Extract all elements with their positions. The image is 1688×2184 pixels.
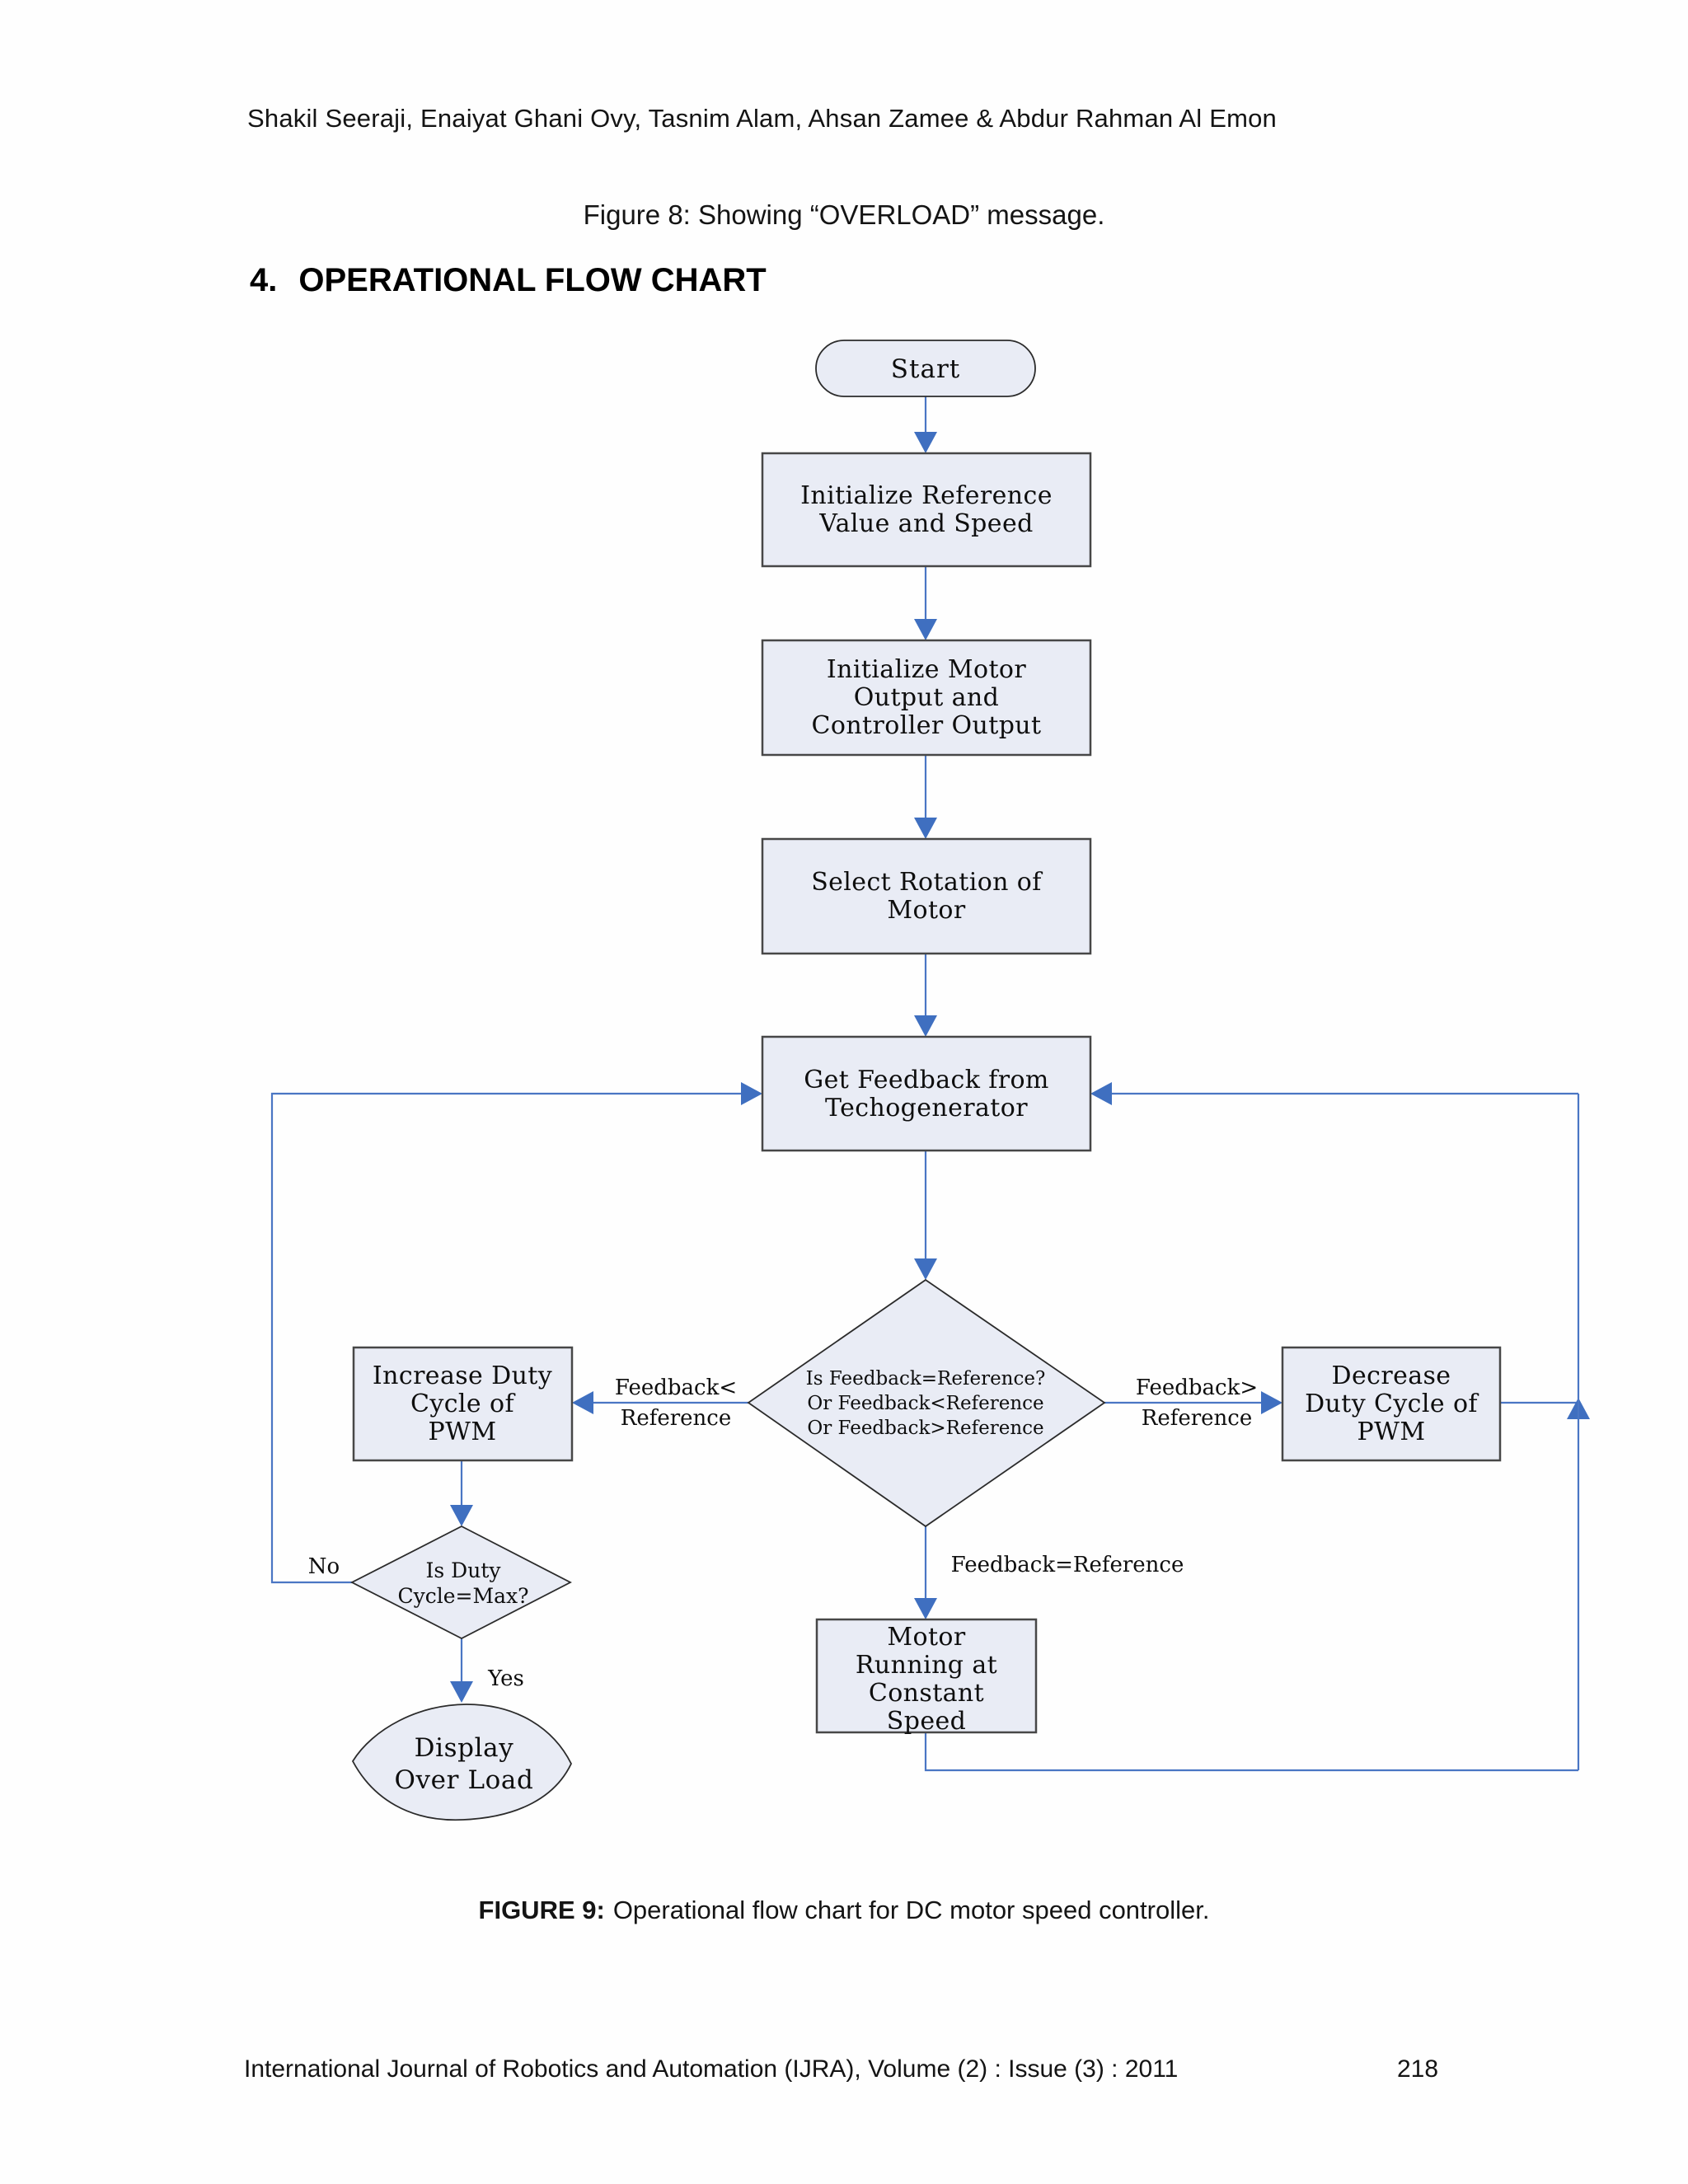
figure8-caption: Figure 8: Showing “OVERLOAD” message. xyxy=(583,199,1105,230)
arrowhead-right-icon xyxy=(741,1082,762,1105)
section-heading: 4. OPERATIONAL FLOW CHART xyxy=(250,262,767,299)
edge-label-feedback-less: Reference xyxy=(621,1406,731,1431)
loop-no-back-to-get-feedback xyxy=(270,1092,741,1584)
increase-duty-line: PWM xyxy=(429,1418,497,1446)
increase-duty-line: Cycle of xyxy=(410,1390,515,1418)
figure9-caption: FIGURE 9:Operational flow chart for DC m… xyxy=(0,1896,1688,1925)
arrowhead-right-icon xyxy=(1261,1391,1282,1414)
increase-duty-line: Increase Duty xyxy=(373,1361,552,1390)
arrowhead-left-icon xyxy=(572,1391,593,1414)
display-overload-node xyxy=(351,1704,573,1821)
display-overload-line: Over Load xyxy=(395,1765,534,1795)
decrease-duty-line: PWM xyxy=(1357,1418,1426,1446)
feedback-decision-line: Is Feedback=Reference? xyxy=(806,1368,1046,1390)
section-title: OPERATIONAL FLOW CHART xyxy=(298,262,767,298)
duty-decision-node xyxy=(350,1525,572,1640)
motor-running-line: Motor xyxy=(887,1623,965,1652)
decrease-duty-line: Decrease xyxy=(1332,1361,1451,1390)
select-rotation-line: Motor xyxy=(887,896,965,925)
loop-motor-running-to-right-rail xyxy=(924,1732,1578,1772)
arrowhead-down-icon xyxy=(914,1598,937,1619)
init-reference-node xyxy=(761,452,1092,568)
init-motor-line: Output and xyxy=(854,683,1000,712)
get-feedback-line: Get Feedback from xyxy=(804,1066,1049,1094)
increase-duty-node xyxy=(352,1346,574,1462)
edge-label-feedback-equal: Feedback=Reference xyxy=(951,1553,1184,1577)
start-label: Start xyxy=(891,354,960,384)
feedback-decision-node xyxy=(747,1278,1106,1528)
feedback-decision-line: Or Feedback<Reference xyxy=(807,1393,1043,1414)
get-feedback-line: Techogenerator xyxy=(825,1094,1028,1122)
decrease-duty-node xyxy=(1281,1346,1502,1462)
init-motor-node xyxy=(761,639,1092,757)
motor-running-line: Constant xyxy=(869,1679,984,1708)
display-overload-line: Display xyxy=(415,1733,514,1763)
get-feedback-node xyxy=(761,1035,1092,1152)
arrowhead-down-icon xyxy=(914,432,937,453)
edge-label-yes: Yes xyxy=(487,1666,524,1691)
motor-running-line: Running at xyxy=(856,1651,997,1680)
section-number: 4. xyxy=(250,262,278,298)
init-motor-line: Controller Output xyxy=(812,711,1042,740)
page-header-authors: Shakil Seeraji, Enaiyat Ghani Ovy, Tasni… xyxy=(247,104,1277,133)
arrowhead-down-icon xyxy=(914,619,937,640)
duty-decision-line: Cycle=Max? xyxy=(398,1584,529,1608)
init-reference-line: Initialize Reference xyxy=(800,481,1053,510)
init-motor-line: Initialize Motor xyxy=(827,655,1026,684)
select-rotation-node xyxy=(761,837,1092,955)
arrowhead-down-icon xyxy=(914,1258,937,1280)
edge-label-feedback-greater: Reference xyxy=(1142,1406,1252,1431)
motor-running-line: Speed xyxy=(887,1707,966,1736)
start-node xyxy=(815,340,1036,397)
edge-label-feedback-greater: Feedback> xyxy=(1136,1376,1258,1400)
footer-page-number: 218 xyxy=(1397,2055,1439,2083)
arrowhead-down-icon xyxy=(450,1681,473,1703)
arrowhead-down-icon xyxy=(450,1505,473,1526)
duty-decision-line: Is Duty xyxy=(426,1558,502,1582)
decrease-duty-line: Duty Cycle of xyxy=(1305,1390,1479,1418)
edge-label-feedback-less: Feedback< xyxy=(615,1376,737,1400)
edge-label-no: No xyxy=(308,1554,340,1579)
arrowhead-left-icon xyxy=(1090,1082,1112,1105)
feedback-decision-line: Or Feedback>Reference xyxy=(807,1418,1043,1439)
footer-journal-line: International Journal of Robotics and Au… xyxy=(244,2055,1179,2083)
figure9-text: Operational flow chart for DC motor spee… xyxy=(612,1896,1210,1924)
arrowhead-down-icon xyxy=(914,1015,937,1037)
select-rotation-line: Select Rotation of xyxy=(811,868,1043,897)
init-reference-line: Value and Speed xyxy=(818,509,1033,538)
arrowhead-down-icon xyxy=(914,818,937,839)
motor-running-node xyxy=(815,1618,1038,1734)
figure9-label: FIGURE 9: xyxy=(478,1896,605,1924)
